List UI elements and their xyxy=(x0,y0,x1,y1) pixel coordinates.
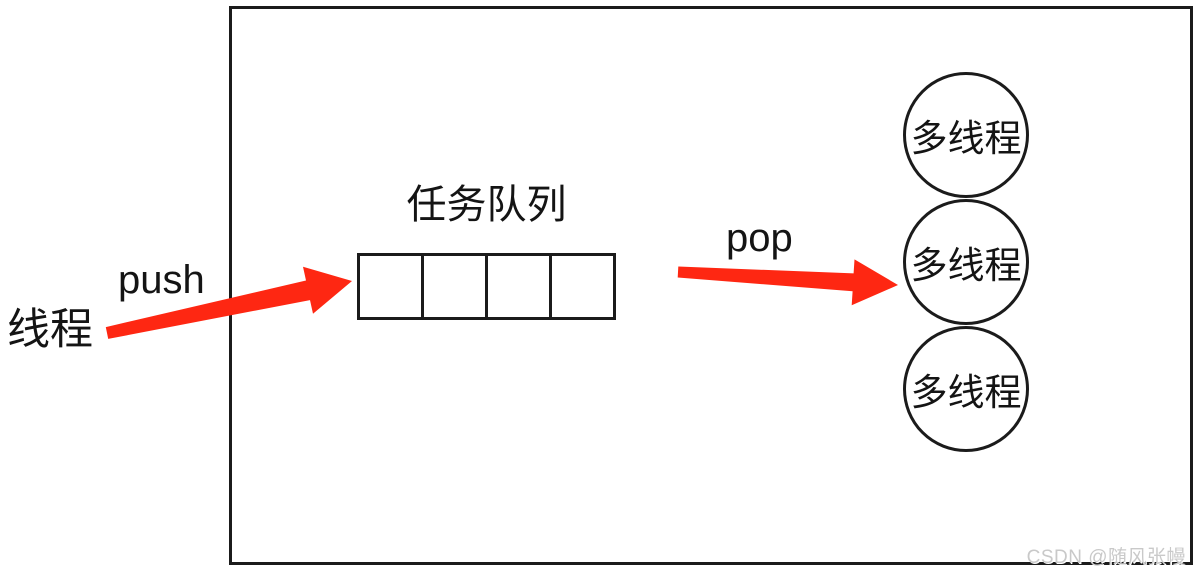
queue-cell xyxy=(360,256,424,317)
producer-thread-label: 线程 xyxy=(7,306,93,354)
watermark-text: CSDN @随风张幔 xyxy=(1026,547,1186,568)
worker-thread-circle: 多线程 xyxy=(903,72,1029,198)
task-queue-cells xyxy=(360,256,613,317)
queue-cell xyxy=(488,256,552,317)
queue-cell xyxy=(552,256,613,317)
task-queue xyxy=(357,253,616,320)
pop-operation-label: pop xyxy=(726,216,793,260)
task-queue-title: 任务队列 xyxy=(406,183,567,227)
worker-thread-circle: 多线程 xyxy=(903,199,1029,325)
worker-thread-circle: 多线程 xyxy=(903,326,1029,452)
push-operation-label: push xyxy=(118,258,205,302)
queue-cell xyxy=(424,256,488,317)
